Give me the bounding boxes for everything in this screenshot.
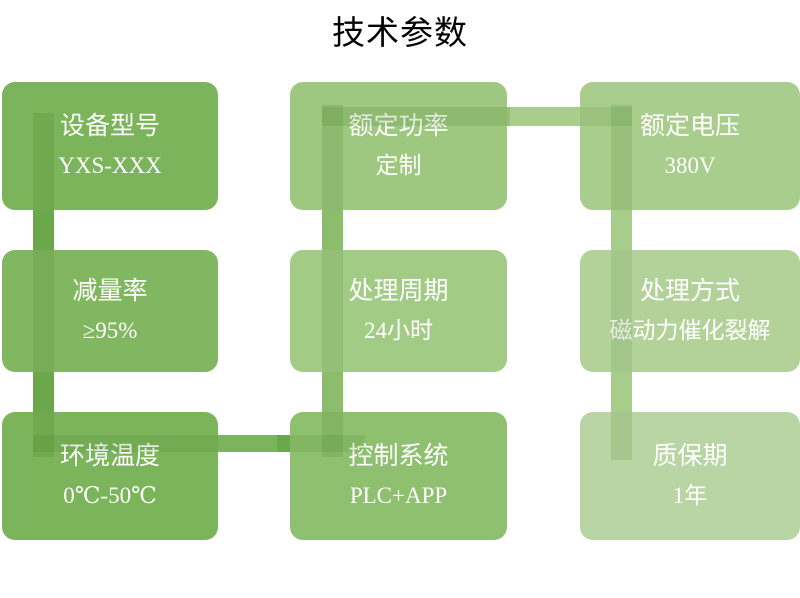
page-title: 技术参数 (332, 14, 468, 51)
card-title: 控制系统 (348, 443, 449, 470)
card-device-model[interactable]: 设备型号 YXS-XXX (2, 82, 218, 210)
card-value: 定制 (375, 153, 422, 178)
card-value: PLC+APP (349, 483, 448, 508)
card-control-system[interactable]: 控制系统 PLC+APP (290, 412, 507, 540)
connector-vertical-col1-r1r2 (33, 196, 54, 262)
card-treatment-cycle[interactable]: 处理周期 24小时 (290, 250, 507, 372)
card-title: 减量率 (72, 278, 148, 305)
card-title: 质保期 (652, 443, 728, 470)
connector-vertical-col2-r1r2 (322, 196, 343, 262)
card-treatment-method[interactable]: 处理方式 磁动力催化裂解 (580, 250, 800, 372)
connector-vertical-col2-r2r3 (322, 358, 343, 426)
card-title: 额定电压 (639, 113, 740, 140)
card-title: 处理周期 (348, 278, 449, 305)
card-value: ≥95% (82, 318, 138, 343)
card-rated-voltage[interactable]: 额定电压 380V (580, 82, 800, 210)
card-warranty-period[interactable]: 质保期 1年 (580, 412, 800, 540)
card-title: 处理方式 (639, 278, 740, 305)
card-value: 24小时 (364, 318, 433, 343)
card-ambient-temperature[interactable]: 环境温度 0℃-50℃ (2, 412, 218, 540)
card-value: 磁动力催化裂解 (609, 318, 771, 343)
connector-vertical-col3-r2r3 (611, 358, 632, 426)
connector-stub-r3-c1-right (213, 435, 233, 452)
card-rated-power[interactable]: 额定功率 定制 (290, 82, 507, 210)
card-title: 设备型号 (59, 113, 160, 140)
card-title: 额定功率 (348, 113, 449, 140)
connector-vertical-col1-r2r3 (33, 358, 54, 426)
connector-vertical-col3-r1r2 (611, 196, 632, 262)
card-reduction-rate[interactable]: 减量率 ≥95% (2, 250, 218, 372)
card-value: 0℃-50℃ (63, 483, 157, 508)
card-value: 380V (664, 153, 716, 178)
card-value: YXS-XXX (58, 153, 162, 178)
card-title: 环境温度 (59, 443, 160, 470)
card-value: 1年 (672, 483, 708, 508)
